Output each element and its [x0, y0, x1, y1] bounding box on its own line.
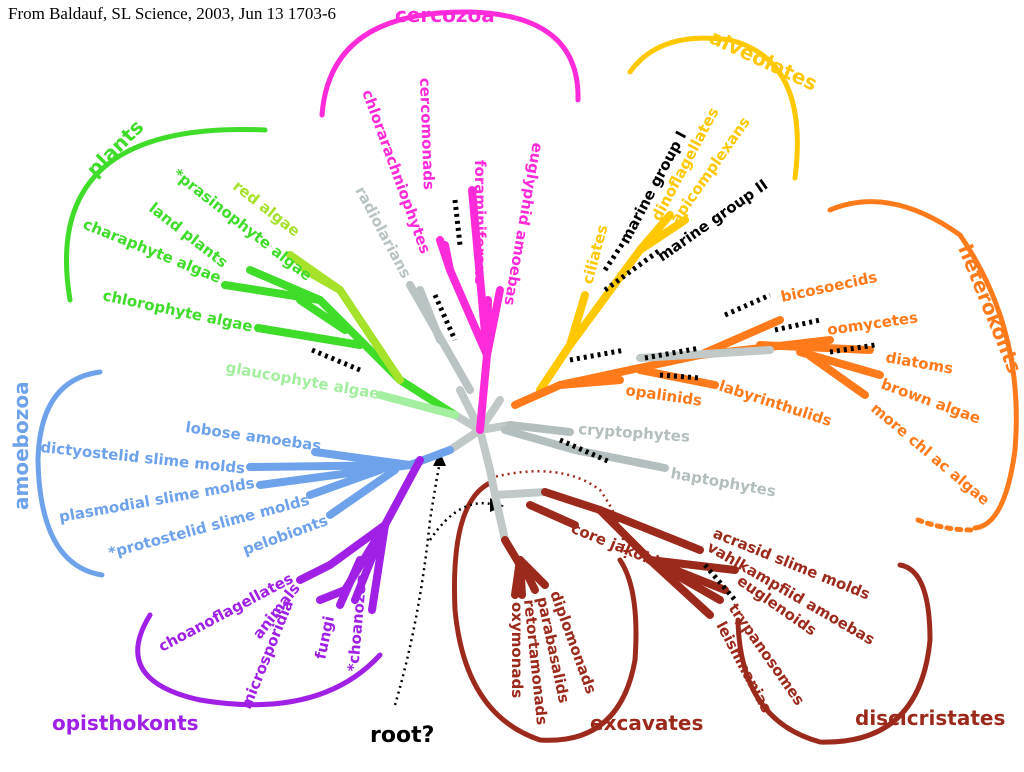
- taxon-opalinids: opalinids: [624, 381, 703, 410]
- dash-alveolates-2: [602, 238, 628, 272]
- taxon-haptophytes: haptophytes: [669, 464, 777, 500]
- bracket-opisthokonts: [135, 612, 383, 708]
- bracket-cercozoa: [319, 9, 581, 118]
- taxon-bicosoecids: bicosoecids: [779, 268, 879, 306]
- bracket-amoebozoa: [35, 369, 105, 578]
- branch-crypto-hapto: [501, 421, 669, 472]
- taxon-foraminiferans: foraminiferans: [471, 160, 489, 285]
- bracket-plants: [64, 126, 268, 303]
- group-label-amoebozoa: amoebozoa: [9, 381, 33, 510]
- root-arrow-2: [428, 501, 496, 541]
- root-arrow-1: [393, 461, 442, 706]
- root-label: root?: [370, 723, 434, 748]
- dash-plants: [311, 347, 361, 373]
- branch-excavates: [501, 488, 739, 619]
- root-arrowhead-1: [433, 452, 446, 466]
- branch-amoebozoa: [246, 446, 454, 519]
- dash-heterokonts-5: [644, 345, 701, 361]
- taxon-diatoms: diatoms: [884, 348, 954, 378]
- taxon-oxymonads: oxymonads: [508, 602, 526, 698]
- branch-opisthokonts: [296, 456, 424, 614]
- taxon-labyrinthulids: labyrinthulids: [717, 377, 834, 430]
- excavate-link-dots: [489, 470, 627, 561]
- bracket-heterokonts: [827, 199, 1019, 531]
- branch-cercozoa: [436, 186, 504, 434]
- group-label-opisthokonts: opisthokonts: [52, 711, 199, 735]
- group-label-excavates: excavates: [590, 711, 703, 735]
- branch-alveolates: [536, 211, 689, 394]
- taxon-chlorophyte: chlorophyte algae: [101, 286, 254, 335]
- taxon-euglyphid: euglyphid amoebas: [500, 141, 546, 307]
- taxon-lobose: lobose amoebas: [184, 418, 322, 455]
- taxon-glaucophyte: glaucophyte algae: [224, 358, 381, 403]
- dash-cercozoa: [452, 199, 463, 246]
- bracket-discicristates: [735, 562, 933, 745]
- taxon-cercomonads: cercomonads: [416, 78, 438, 191]
- group-label-alveolates: alveolates: [706, 25, 821, 96]
- dash-heterokonts-4: [569, 347, 626, 363]
- bracket-heterokonts-dots: [915, 517, 975, 533]
- taxon-fungi: fungi: [311, 614, 338, 661]
- taxon-dictyostelid: dictyostelid slime molds: [40, 438, 246, 477]
- branch-glaucophyte: [376, 391, 459, 419]
- dash-alveolates: [603, 247, 662, 293]
- taxon-oomycetes: oomycetes: [826, 308, 919, 339]
- branch-radiolarians-2: [416, 286, 444, 344]
- branch-red-algae: [286, 251, 404, 384]
- bracket-alveolates: [627, 35, 800, 181]
- dash-radiolarians: [432, 293, 458, 342]
- dash-excavates: [703, 563, 737, 602]
- branch-plants: [221, 266, 459, 419]
- group-label-discicristates: discicristates: [855, 706, 1005, 730]
- group-label-heterokonts: heterokonts: [953, 241, 1024, 377]
- dash-heterokonts-1: [723, 292, 772, 318]
- group-label-cercozoa: cercozoa: [395, 3, 495, 27]
- taxon-cryptophytes: cryptophytes: [578, 420, 691, 446]
- dash-heterokonts-3: [829, 342, 876, 355]
- bracket-excavates: [452, 479, 639, 743]
- taxon-ciliates: ciliates: [578, 223, 611, 286]
- center-hub: [446, 386, 549, 544]
- dash-heterokonts-2: [774, 317, 821, 333]
- citation: From Baldauf, SL Science, 2003, Jun 13 1…: [8, 4, 336, 23]
- dash-crypto: [558, 437, 612, 465]
